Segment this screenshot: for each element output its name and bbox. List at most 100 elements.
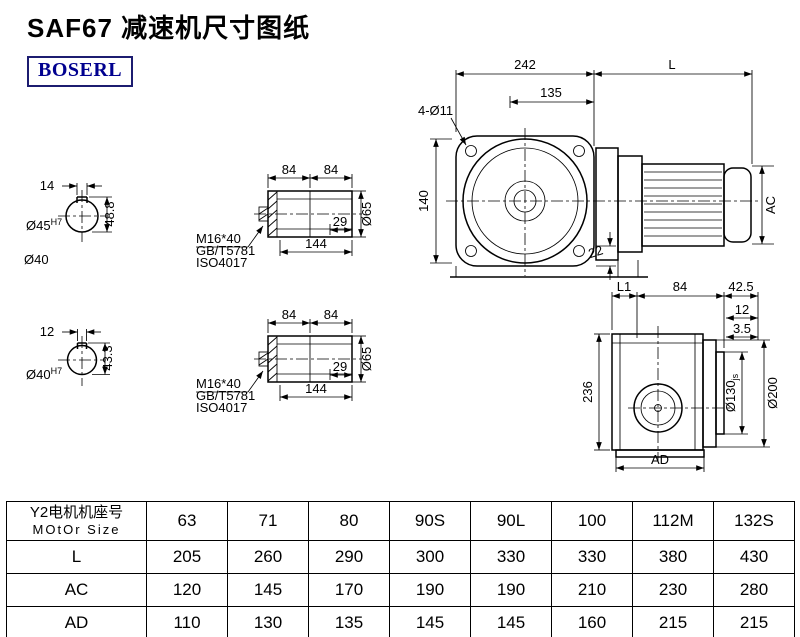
dim-12-label: 12 bbox=[40, 324, 54, 339]
bolt-hole bbox=[465, 145, 477, 157]
table-cell: 145 bbox=[389, 606, 471, 637]
bolt-hole bbox=[573, 245, 585, 257]
row-label: AC bbox=[6, 573, 147, 607]
dim-84a-label: 84 bbox=[282, 307, 296, 322]
dim-48-8-label: 48.8 bbox=[102, 201, 117, 226]
table-cell: 290 bbox=[308, 540, 390, 574]
table-cell: 80 bbox=[308, 501, 390, 541]
table-cell: 110 bbox=[146, 606, 228, 637]
dim-ac-label: AC bbox=[763, 196, 778, 214]
bolt-spec-label: M16*40 bbox=[196, 231, 241, 246]
table-cell: 160 bbox=[551, 606, 633, 637]
dim-22-label: 22 bbox=[586, 242, 604, 261]
table-cell: 205 bbox=[146, 540, 228, 574]
bore-dia-45-label: Ø45H7 bbox=[26, 217, 62, 233]
table-cell: 120 bbox=[146, 573, 228, 607]
bolt-iso-label: ISO4017 bbox=[196, 400, 247, 415]
shaft-detail-bottom: 84 84 29 144 Ø65 M16*40 GB/T5781 ISO4017 bbox=[196, 307, 374, 415]
table-cell: 380 bbox=[632, 540, 714, 574]
table-cell: 112M bbox=[632, 501, 714, 541]
flange-spigot bbox=[715, 351, 725, 435]
table-row: AC 120 145 170 190 190 210 230 280 bbox=[6, 573, 795, 607]
table-cell: 145 bbox=[470, 606, 552, 637]
output-bore bbox=[633, 383, 683, 433]
motor-size-header-cell: Y2电机机座号 MOtOr Size bbox=[6, 501, 147, 541]
dim-144-label: 144 bbox=[305, 381, 327, 396]
dim-d65-label: Ø65 bbox=[359, 202, 374, 227]
table-cell: 330 bbox=[470, 540, 552, 574]
dim-84-label: 84 bbox=[673, 279, 687, 294]
table-cell: 145 bbox=[227, 573, 309, 607]
table-cell: 430 bbox=[713, 540, 795, 574]
header-line1: Y2电机机座号 bbox=[29, 504, 124, 521]
bore-dia-40-label: Ø40H7 bbox=[26, 366, 62, 382]
page-title: SAF67 减速机尺寸图纸 bbox=[27, 13, 311, 43]
bolt-iso-label: ISO4017 bbox=[196, 255, 247, 270]
table-cell: 260 bbox=[227, 540, 309, 574]
bore-circle bbox=[66, 344, 98, 376]
dim-135-label: 135 bbox=[540, 85, 562, 100]
shaft-detail-top: 84 84 29 144 Ø65 M16*40 GB/T5781 ISO4017 bbox=[196, 162, 374, 270]
bore-view-bottom: 12 43.3 Ø40H7 bbox=[26, 324, 115, 386]
table-cell: 190 bbox=[470, 573, 552, 607]
keyway bbox=[76, 342, 88, 349]
table-cell: 63 bbox=[146, 501, 228, 541]
table-cell: 190 bbox=[389, 573, 471, 607]
dim-43-3-label: 43.3 bbox=[100, 345, 115, 370]
dim-d130-label: Ø130js bbox=[723, 373, 740, 412]
motor-size-table: Y2电机机座号 MOtOr Size 63 71 80 90S 90L 100 … bbox=[6, 501, 795, 637]
main-view: 242 L 135 4-Ø11 140 22 A bbox=[416, 57, 778, 280]
bolt-spec-label: M16*40 bbox=[196, 376, 241, 391]
row-label: AD bbox=[6, 606, 147, 637]
table-cell: 71 bbox=[227, 501, 309, 541]
table-row: L 205 260 290 300 330 330 380 430 bbox=[6, 540, 795, 574]
table-cell: 90S bbox=[389, 501, 471, 541]
table-cell: 135 bbox=[308, 606, 390, 637]
bolt-hole bbox=[573, 145, 585, 157]
flange-plate bbox=[702, 339, 717, 448]
dim-242-label: 242 bbox=[514, 57, 536, 72]
dim-84a-label: 84 bbox=[282, 162, 296, 177]
motor-body bbox=[641, 163, 725, 247]
table-cell: 215 bbox=[632, 606, 714, 637]
row-label: L bbox=[6, 540, 147, 574]
table-cell: 215 bbox=[713, 606, 795, 637]
motor-flange bbox=[617, 155, 643, 253]
outer-dia-40-label: Ø40 bbox=[24, 252, 49, 267]
dim-3-5-label: 3.5 bbox=[733, 321, 751, 336]
dim-12-label: 12 bbox=[735, 302, 749, 317]
dim-d200-label: Ø200 bbox=[765, 377, 780, 409]
dim-ad-label: AD bbox=[651, 452, 669, 467]
table-cell: 230 bbox=[632, 573, 714, 607]
table-cell: 132S bbox=[713, 501, 795, 541]
fan-cover bbox=[723, 167, 752, 243]
flange-outline bbox=[455, 135, 595, 267]
dim-29-label: 29 bbox=[333, 359, 347, 374]
dim-140-label: 140 bbox=[416, 190, 431, 212]
bolt-hole bbox=[465, 245, 477, 257]
keyway bbox=[76, 196, 88, 203]
table-cell: 170 bbox=[308, 573, 390, 607]
side-view: L1 84 42.5 12 3.5 Ø130js Ø200 236 bbox=[580, 279, 780, 472]
dim-236-label: 236 bbox=[580, 381, 595, 403]
bore-circle bbox=[65, 199, 99, 233]
dim-84b-label: 84 bbox=[324, 162, 338, 177]
motor-fins bbox=[644, 171, 722, 237]
table-header-row: Y2电机机座号 MOtOr Size 63 71 80 90S 90L 100 … bbox=[6, 501, 795, 541]
technical-drawing: 242 L 135 4-Ø11 140 22 A bbox=[24, 57, 780, 472]
dim-l-label: L bbox=[668, 57, 675, 72]
bore-view-top: 14 48.8 Ø45H7 Ø40 bbox=[24, 178, 117, 267]
dim-l1-label: L1 bbox=[617, 279, 631, 294]
table-cell: 100 bbox=[551, 501, 633, 541]
holes-label: 4-Ø11 bbox=[418, 103, 453, 118]
dim-29-label: 29 bbox=[333, 214, 347, 229]
table-row: AD 110 130 135 145 145 160 215 215 bbox=[6, 606, 795, 637]
table-cell: 210 bbox=[551, 573, 633, 607]
dim-d65-label: Ø65 bbox=[359, 347, 374, 372]
boserl-logo: BOSERL bbox=[27, 56, 134, 87]
header-line2: MOtOr Size bbox=[32, 522, 121, 537]
table-cell: 130 bbox=[227, 606, 309, 637]
table-cell: 90L bbox=[470, 501, 552, 541]
dim-14-label: 14 bbox=[40, 178, 54, 193]
table-cell: 330 bbox=[551, 540, 633, 574]
